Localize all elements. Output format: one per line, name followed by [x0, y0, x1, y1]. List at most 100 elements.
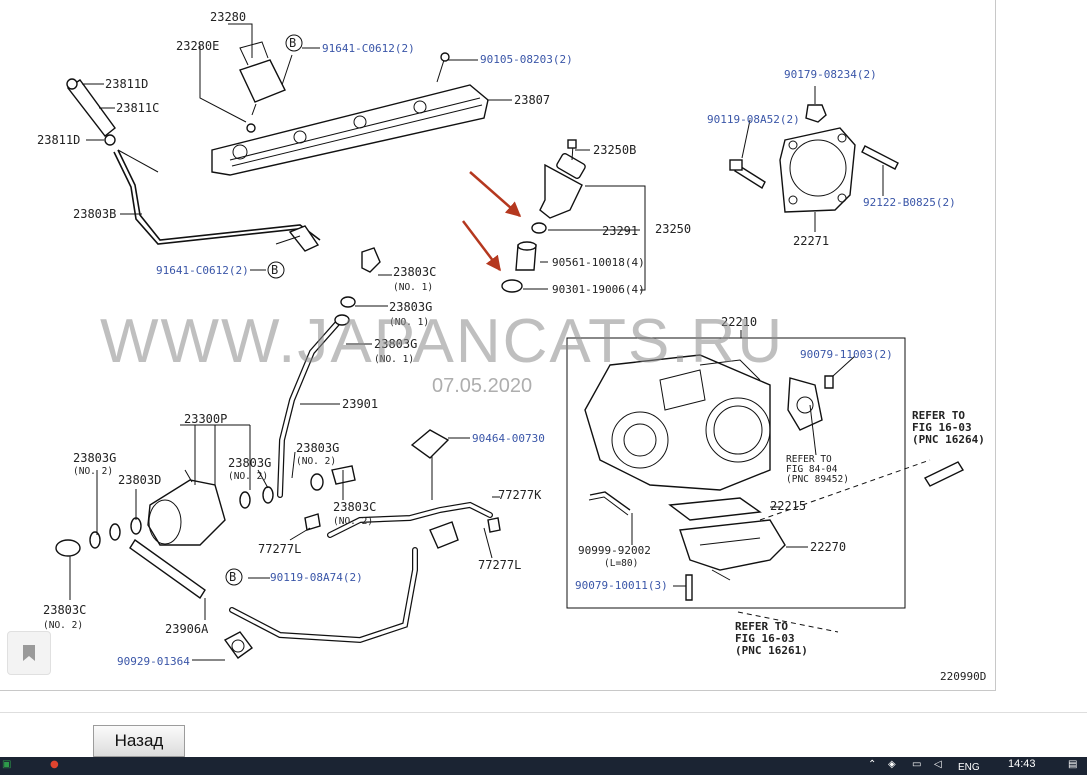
watermark-date: 07.05.2020: [432, 375, 532, 397]
back-button[interactable]: Назад: [93, 725, 185, 757]
label-23803G-no1a[interactable]: 23803G: [389, 300, 432, 314]
label-23901[interactable]: 23901: [342, 397, 378, 411]
label-22270[interactable]: 22270: [810, 540, 846, 554]
label-22271[interactable]: 22271: [793, 234, 829, 248]
label-l80: (L=80): [604, 558, 638, 569]
label-90079-11003[interactable]: 90079-11003(2): [800, 348, 893, 361]
union-23803C-no2[interactable]: [55, 539, 81, 557]
injector-23250[interactable]: [539, 163, 583, 219]
label-23803C-no1[interactable]: 23803C: [393, 265, 436, 279]
pressure-pulsation-damper[interactable]: [239, 59, 286, 103]
oring-90301[interactable]: [501, 279, 523, 293]
label-refer16261-b[interactable]: FIG 16-03: [735, 632, 795, 645]
fuel-pipe-23803B[interactable]: [66, 78, 321, 252]
label-90079-10011[interactable]: 90079-10011(3): [575, 579, 668, 592]
tray-battery-icon[interactable]: ▭: [912, 759, 922, 770]
label-90179-08234[interactable]: 90179-08234(2): [784, 68, 877, 81]
label-90464[interactable]: 90464-00730: [472, 432, 545, 445]
label-90999[interactable]: 90999-92002: [578, 544, 651, 557]
highlight-arrow-oring: [469, 171, 522, 217]
label-23803B[interactable]: 23803B: [73, 207, 116, 221]
label-refer84-c: (PNC 89452): [786, 474, 849, 485]
gasket-23280E[interactable]: [246, 123, 256, 133]
label-23803G-no1b[interactable]: 23803G: [374, 337, 417, 351]
label-23300P[interactable]: 23300P: [184, 412, 227, 426]
gasket-23803G-no1b[interactable]: [334, 314, 350, 326]
label-23803G-no2b[interactable]: 23803G: [228, 456, 271, 470]
label-77277L-b[interactable]: 77277L: [478, 558, 521, 572]
throttle-sensor[interactable]: [787, 377, 823, 431]
label-refer16261-a: REFER TO: [735, 620, 788, 633]
tray-language[interactable]: ENG: [958, 762, 980, 773]
label-23803D[interactable]: 23803D: [118, 473, 161, 487]
app-icon[interactable]: ●: [50, 759, 59, 770]
label-92122[interactable]: 92122-B0825(2): [863, 196, 956, 209]
gasket-23803G-no1a[interactable]: [340, 296, 356, 308]
label-23906A[interactable]: 23906A: [165, 622, 209, 636]
clamp-77277L[interactable]: [304, 513, 321, 531]
clamp-90929[interactable]: [223, 631, 253, 659]
hose-stub-16264[interactable]: [923, 461, 965, 487]
idle-valve-22270[interactable]: [679, 519, 786, 571]
bookmark-button[interactable]: [7, 631, 51, 675]
tray-volume-icon[interactable]: ◁: [934, 759, 942, 770]
label-90105[interactable]: 90105-08203(2): [480, 53, 573, 66]
label-23803C-no2a[interactable]: 23803C: [333, 500, 376, 514]
bolt-90105[interactable]: [440, 52, 450, 62]
throttle-body-22210[interactable]: [584, 354, 771, 491]
label-77277K[interactable]: 77277K: [498, 488, 542, 502]
gasket-22271[interactable]: [779, 127, 856, 213]
tray-network-icon[interactable]: ◈: [888, 759, 896, 770]
label-77277L-a[interactable]: 77277L: [258, 542, 301, 556]
label-refer16261-c: (PNC 16261): [735, 644, 808, 657]
label-23250B[interactable]: 23250B: [593, 143, 636, 157]
pressure-regulator-23300P[interactable]: [147, 479, 226, 546]
fuel-rail-group: [211, 41, 489, 176]
screw-90079-11003[interactable]: [824, 375, 834, 389]
label-refer84-b[interactable]: FIG 84-04: [786, 464, 838, 475]
excel-icon[interactable]: ▣: [2, 759, 12, 770]
clamp-77277L-b[interactable]: [487, 517, 501, 533]
tray-up-icon[interactable]: ⌃: [868, 759, 877, 770]
label-23811C[interactable]: 23811C: [116, 101, 159, 115]
oring-23291[interactable]: [531, 222, 547, 234]
label-23807[interactable]: 23807: [514, 93, 550, 107]
label-23280[interactable]: 23280: [210, 10, 246, 24]
tray-time[interactable]: 14:43: [1008, 758, 1036, 770]
vacuum-hose-group[interactable]: [229, 450, 501, 644]
throttle-body-group: [584, 354, 834, 601]
callout-b-bottom: B: [229, 570, 236, 584]
fuel-hose-23901[interactable]: [277, 315, 345, 498]
label-22210[interactable]: 22210: [721, 315, 757, 329]
leader-lines: [69, 23, 884, 661]
notification-icon[interactable]: ▤: [1068, 759, 1078, 770]
stud-92122[interactable]: [861, 145, 899, 170]
highlight-arrow-insulator: [462, 220, 501, 272]
label-91641-top[interactable]: 91641-C0612(2): [322, 42, 415, 55]
label-91641-bottom[interactable]: 91641-C0612(2): [156, 264, 249, 277]
label-90119-08A74[interactable]: 90119-08A74(2): [270, 571, 363, 584]
union-23803C-no1[interactable]: [361, 247, 381, 273]
label-23280E[interactable]: 23280E: [176, 39, 219, 53]
label-23811D-top[interactable]: 23811D: [105, 77, 148, 91]
label-23803G-no2c[interactable]: 23803G: [296, 441, 339, 455]
label-refer16264-b[interactable]: FIG 16-03: [912, 421, 972, 434]
label-90561[interactable]: 90561-10018(4): [552, 256, 645, 269]
label-90119-08A52[interactable]: 90119-08A52(2): [707, 113, 800, 126]
label-23250[interactable]: 23250: [655, 222, 691, 236]
screw-90079-10011[interactable]: [685, 574, 693, 601]
label-23803G-no2a[interactable]: 23803G: [73, 451, 116, 465]
bracket-90464[interactable]: [410, 429, 450, 459]
label-90929[interactable]: 90929-01364: [117, 655, 190, 668]
label-90301[interactable]: 90301-19006(4): [552, 283, 645, 296]
label-23291[interactable]: 23291: [602, 224, 638, 238]
hose-23906A[interactable]: [129, 538, 206, 600]
nut-90179[interactable]: [805, 104, 827, 123]
label-23811D-left[interactable]: 23811D: [37, 133, 80, 147]
label-22215[interactable]: 22215: [770, 499, 806, 513]
nav-divider: [0, 712, 1087, 713]
label-refer16264-a: REFER TO: [912, 409, 965, 422]
throttle-body-frame: [566, 337, 906, 609]
label-23803C-no2b[interactable]: 23803C: [43, 603, 86, 617]
gasket-22215[interactable]: [668, 497, 762, 521]
